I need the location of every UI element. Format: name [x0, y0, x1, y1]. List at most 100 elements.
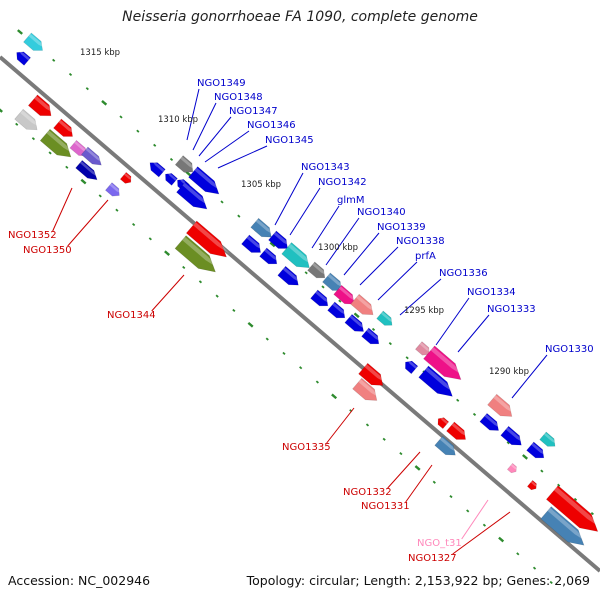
- callout-line: [217, 145, 268, 169]
- gene-arrow-shine: [20, 110, 40, 128]
- accession-text: Accession: NC_002946: [8, 573, 151, 588]
- gene-arrow: [418, 365, 453, 397]
- gene-arrow: [437, 417, 450, 430]
- gene-arrow-shine: [282, 267, 301, 283]
- gene-label-top: prfA: [415, 251, 436, 262]
- gene-arrow-shine: [366, 328, 381, 342]
- gene-arrow-shine: [451, 422, 468, 437]
- gene-arrow: [327, 301, 346, 319]
- gene-arrow-shine: [332, 302, 347, 316]
- gene-arrow-shine: [484, 414, 501, 429]
- gene-arrow-shine: [510, 463, 518, 470]
- ruler-label: 1290 kbp: [489, 367, 529, 377]
- tick-mark: [540, 469, 544, 473]
- gene-feature: [259, 247, 279, 265]
- tick-mark: [331, 393, 338, 400]
- gene-arrow: [506, 462, 517, 474]
- tick-mark: [185, 170, 192, 177]
- gene-arrow: [446, 421, 466, 440]
- gene-arrow-shine: [273, 231, 290, 246]
- gene-arrow-shine: [419, 342, 432, 353]
- gene-arrow: [80, 146, 102, 166]
- tick-mark: [506, 441, 510, 445]
- gene-label-bottom: NGO1344: [107, 310, 156, 321]
- tick-mark: [498, 536, 505, 543]
- gene-feature: [165, 172, 178, 186]
- callout-line: [52, 187, 73, 232]
- gene-feature: [487, 393, 515, 417]
- tick-mark: [65, 165, 69, 169]
- gene-label-top: NGO1336: [439, 268, 488, 279]
- gene-feature: [479, 412, 501, 431]
- gene-arrow-shine: [46, 130, 74, 154]
- gene-arrow-shine: [246, 235, 263, 250]
- gene-arrow: [165, 173, 178, 186]
- gene-arrow: [27, 94, 52, 117]
- tick-mark: [17, 29, 23, 35]
- gene-feature: [322, 272, 344, 291]
- gene-arrow-shine: [349, 315, 366, 330]
- callout-line: [435, 297, 470, 346]
- gene-arrow-shine: [439, 416, 449, 425]
- gene-label-top: NGO1348: [214, 92, 263, 103]
- callout-line: [359, 246, 399, 286]
- callout-line: [461, 499, 489, 540]
- gene-arrow: [75, 159, 98, 181]
- callout-line: [511, 354, 548, 399]
- gene-arrow: [322, 272, 342, 291]
- gene-feature: [27, 94, 54, 117]
- gene-arrow: [174, 235, 216, 273]
- gene-label-bottom: NGO1332: [343, 487, 392, 498]
- callout-line: [325, 217, 360, 266]
- label-callouts: [52, 88, 548, 555]
- gene-arrow: [344, 313, 364, 332]
- gene-arrow: [405, 360, 419, 375]
- gene-arrow: [540, 506, 585, 546]
- gene-arrow: [526, 479, 537, 491]
- gene-feature: [327, 301, 347, 319]
- gene-feature: [149, 160, 166, 178]
- gene-feature: [176, 181, 210, 210]
- gene-feature: [174, 235, 219, 273]
- gene-feature: [352, 377, 380, 401]
- gene-feature: [277, 265, 301, 286]
- gene-arrow-shine: [58, 119, 75, 134]
- gene-feature: [16, 50, 31, 66]
- gene-arrow: [241, 234, 261, 253]
- gene-arrow-shine: [315, 290, 330, 304]
- gene-feature: [446, 421, 468, 440]
- tick-mark: [399, 452, 403, 456]
- callout-line: [343, 232, 380, 276]
- tick-mark: [198, 280, 203, 284]
- gene-feature: [526, 479, 538, 491]
- tick-mark: [432, 480, 436, 484]
- tick-mark: [573, 497, 578, 501]
- gene-arrow: [479, 412, 499, 431]
- gene-label-top: NGO1342: [318, 177, 367, 188]
- gene-arrow: [307, 261, 326, 279]
- gene-arrow-shine: [79, 161, 99, 178]
- gene-arrow: [14, 108, 38, 131]
- callout-line: [67, 199, 109, 247]
- gene-feature: [418, 365, 456, 397]
- tick-mark: [232, 308, 236, 313]
- tick-mark: [52, 58, 56, 62]
- callout-line: [289, 187, 321, 236]
- gene-arrow-shine: [338, 286, 357, 302]
- gene-feature: [434, 435, 458, 456]
- callout-line: [399, 278, 442, 316]
- gene-arrow: [174, 155, 194, 173]
- gene-arrow: [149, 162, 166, 178]
- tick-mark: [405, 356, 409, 360]
- gene-feature: [105, 182, 122, 197]
- gene-feature: [307, 261, 327, 279]
- gene-arrow-shine: [312, 262, 327, 276]
- gene-label-top: NGO1340: [357, 207, 406, 218]
- tick-mark: [119, 115, 123, 119]
- gene-arrow-shine: [264, 248, 279, 262]
- gene-arrow: [259, 247, 278, 265]
- tick-mark: [153, 143, 157, 147]
- tick-mark: [466, 509, 470, 513]
- gene-feature: [423, 345, 464, 381]
- gene-arrow: [526, 441, 545, 459]
